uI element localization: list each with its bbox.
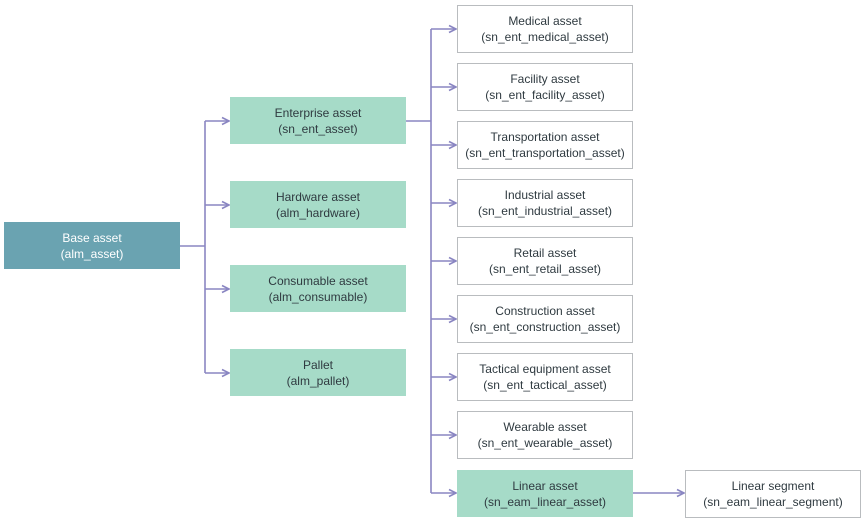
node-transportation-asset: Transportation asset (sn_ent_transportat… bbox=[457, 121, 633, 169]
node-table: (sn_eam_linear_segment) bbox=[703, 495, 843, 509]
node-table: (sn_eam_linear_asset) bbox=[483, 494, 607, 509]
node-linear-segment: Linear segment (sn_eam_linear_segment) bbox=[685, 470, 861, 518]
node-label: Medical asset bbox=[508, 14, 582, 28]
node-enterprise-asset: Enterprise asset (sn_ent_asset) bbox=[230, 97, 406, 144]
node-table: (sn_ent_retail_asset) bbox=[488, 262, 602, 276]
node-label: Enterprise asset bbox=[274, 105, 362, 120]
node-wearable-asset: Wearable asset (sn_ent_wearable_asset) bbox=[457, 411, 633, 459]
node-table: (sn_ent_transportation_asset) bbox=[465, 146, 625, 160]
node-label: Industrial asset bbox=[504, 188, 586, 202]
node-table: (alm_hardware) bbox=[275, 205, 361, 220]
node-table: (alm_asset) bbox=[60, 246, 124, 261]
node-consumable-asset: Consumable asset (alm_consumable) bbox=[230, 265, 406, 312]
node-label: Linear asset bbox=[512, 478, 578, 493]
node-table: (sn_ent_industrial_asset) bbox=[477, 204, 613, 218]
node-label: Transportation asset bbox=[490, 130, 600, 144]
node-facility-asset: Facility asset (sn_ent_facility_asset) bbox=[457, 63, 633, 111]
node-label: Tactical equipment asset bbox=[479, 362, 611, 376]
node-label: Facility asset bbox=[510, 72, 580, 86]
node-hardware-asset: Hardware asset (alm_hardware) bbox=[230, 181, 406, 228]
node-table: (sn_ent_construction_asset) bbox=[469, 320, 621, 334]
node-label: Wearable asset bbox=[503, 420, 587, 434]
node-linear-asset: Linear asset (sn_eam_linear_asset) bbox=[457, 470, 633, 517]
node-table: (sn_ent_wearable_asset) bbox=[477, 436, 613, 450]
node-table: (sn_ent_tactical_asset) bbox=[483, 378, 607, 392]
node-label: Hardware asset bbox=[275, 189, 361, 204]
node-table: (sn_ent_asset) bbox=[278, 121, 358, 136]
node-base-asset: Base asset (alm_asset) bbox=[4, 222, 180, 269]
node-label: Linear segment bbox=[731, 479, 815, 493]
node-retail-asset: Retail asset (sn_ent_retail_asset) bbox=[457, 237, 633, 285]
node-medical-asset: Medical asset (sn_ent_medical_asset) bbox=[457, 5, 633, 53]
node-label: Retail asset bbox=[513, 246, 577, 260]
node-construction-asset: Construction asset (sn_ent_construction_… bbox=[457, 295, 633, 343]
node-table: (sn_ent_facility_asset) bbox=[485, 88, 605, 102]
node-label: Pallet bbox=[302, 357, 334, 372]
node-label: Consumable asset bbox=[268, 273, 368, 288]
node-pallet: Pallet (alm_pallet) bbox=[230, 349, 406, 396]
node-table: (alm_pallet) bbox=[286, 373, 350, 388]
node-label: Construction asset bbox=[495, 304, 595, 318]
node-label: Base asset bbox=[62, 230, 122, 245]
node-industrial-asset: Industrial asset (sn_ent_industrial_asse… bbox=[457, 179, 633, 227]
node-table: (alm_consumable) bbox=[268, 289, 368, 304]
node-tactical-equipment-asset: Tactical equipment asset (sn_ent_tactica… bbox=[457, 353, 633, 401]
node-table: (sn_ent_medical_asset) bbox=[481, 30, 609, 44]
